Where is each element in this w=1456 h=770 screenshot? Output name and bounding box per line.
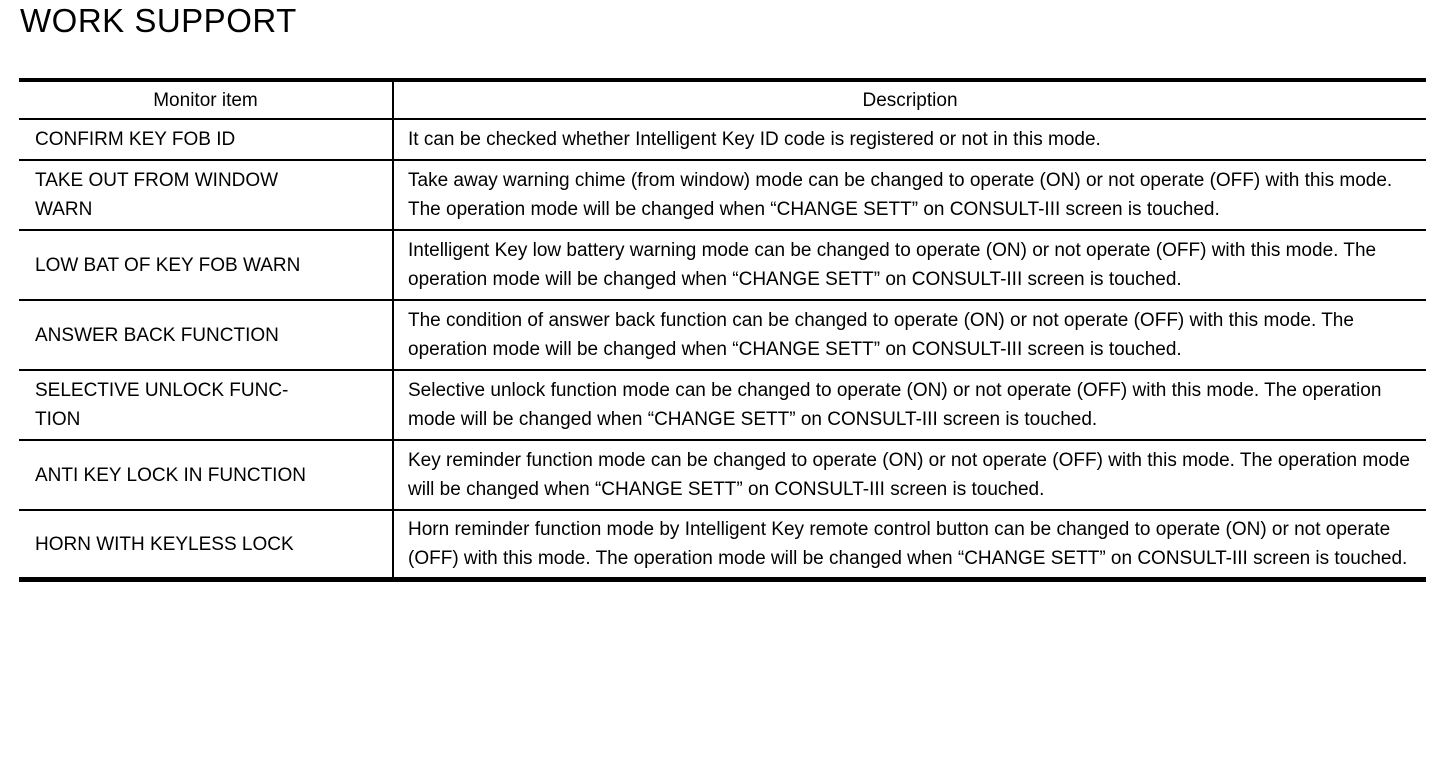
description-cell: Horn reminder function mode by Intellige…: [392, 510, 1426, 580]
monitor-item-cell: HORN WITH KEYLESS LOCK: [35, 533, 294, 555]
description-cell: It can be checked whether Intelligent Ke…: [392, 119, 1426, 161]
column-header-monitor-item: Monitor item: [19, 80, 393, 120]
monitor-item-cell: LOW BAT OF KEY FOB WARN: [19, 230, 393, 301]
table-row: ANTI KEY LOCK IN FUNCTION Key reminder f…: [19, 440, 1426, 511]
work-support-table: Monitor item Description CONFIRM KEY FOB…: [19, 78, 1426, 582]
table-row: CONFIRM KEY FOB ID It can be checked whe…: [19, 119, 1426, 161]
monitor-item-cell: SELECTIVE UNLOCK FUNC- TION: [19, 370, 393, 441]
description-cell: Selective unlock function mode can be ch…: [392, 370, 1426, 441]
table-row: ANSWER BACK FUNCTION The condition of an…: [19, 300, 1426, 371]
description-cell: The condition of answer back function ca…: [392, 300, 1426, 371]
monitor-item-cell: ANSWER BACK FUNCTION: [19, 300, 393, 371]
table-row: SELECTIVE UNLOCK FUNC- TION Selective un…: [19, 370, 1426, 441]
table-header-row: Monitor item Description: [19, 80, 1426, 120]
monitor-item-cell: CONFIRM KEY FOB ID: [19, 119, 393, 161]
description-cell: Key reminder function mode can be change…: [392, 440, 1426, 511]
column-header-description: Description: [392, 80, 1426, 120]
page-title: WORK SUPPORT: [20, 2, 297, 39]
monitor-item-cell: ANTI KEY LOCK IN FUNCTION: [19, 440, 393, 511]
table-row: TAKE OUT FROM WINDOW WARN Take away warn…: [19, 160, 1426, 231]
monitor-item-cell: TAKE OUT FROM WINDOW WARN: [19, 160, 393, 231]
description-cell: Intelligent Key low battery warning mode…: [392, 230, 1426, 301]
table-row: HORN WITH KEYLESS LOCK Horn reminder fun…: [19, 510, 1426, 580]
description-cell: Take away warning chime (from window) mo…: [392, 160, 1426, 231]
table-row: LOW BAT OF KEY FOB WARN Intelligent Key …: [19, 230, 1426, 301]
